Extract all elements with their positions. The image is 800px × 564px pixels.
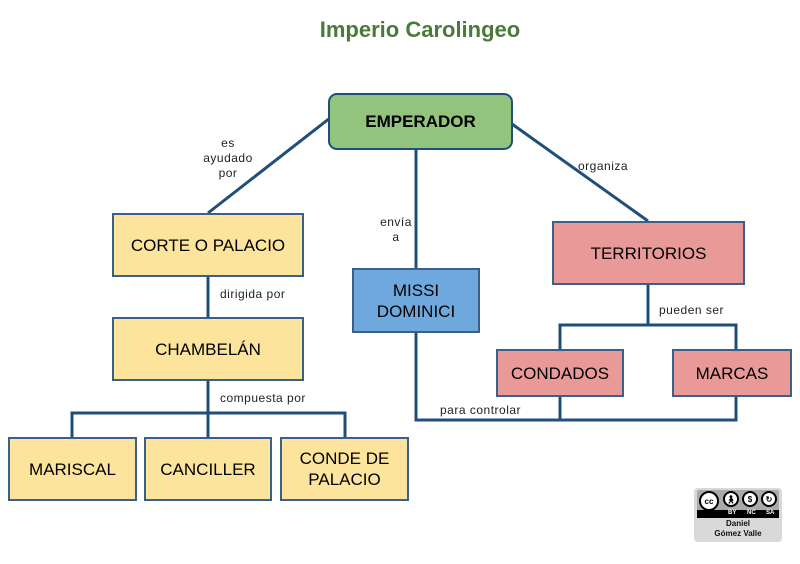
cc-by-label: BY [728, 510, 737, 516]
node-chambelan[interactable]: CHAMBELÁN [112, 317, 304, 381]
node-corte-label: CORTE O PALACIO [130, 235, 286, 255]
link-label-line: a [392, 230, 400, 244]
edge-emperador-territorios [511, 122, 649, 223]
node-corte-o-palacio[interactable]: CORTE O PALACIO [112, 213, 304, 277]
edge-emperador-corte [207, 116, 331, 215]
node-conde-de-palacio[interactable]: CONDE DE PALACIO [280, 437, 409, 501]
cc-terms-band: BY NC SA [697, 510, 779, 518]
link-label-compuesta-por: compuesta por [220, 391, 306, 405]
node-emperador-label: EMPERADOR [365, 112, 476, 131]
node-missi-dominici[interactable]: MISSI DOMINICI [352, 268, 480, 333]
attribution-icon: 🚶︎ [723, 491, 739, 507]
author-first-name: Daniel [725, 519, 750, 528]
node-territorios[interactable]: TERRITORIOS [552, 221, 745, 285]
node-canciller-label: CANCILLER [160, 459, 256, 479]
noncommercial-icon: $ [742, 491, 758, 507]
cc-nc-label: NC [747, 510, 756, 516]
link-label-line: por [218, 166, 238, 180]
sharealike-icon: ↻ [761, 491, 777, 507]
cc-sa-label: SA [766, 510, 775, 516]
link-label-pueden-ser: pueden ser [659, 303, 725, 317]
link-label-para-controlar: para controlar [440, 403, 522, 417]
node-chambelan-label: CHAMBELÁN [155, 339, 261, 359]
link-label-line: ayudado [203, 151, 253, 165]
link-label-organiza: organiza [578, 159, 629, 173]
link-label-line: es [221, 136, 235, 150]
author-last-name: Gómez Valle [714, 529, 762, 538]
link-label-dirigida-por: dirigida por [220, 287, 286, 301]
node-missi-label-2: DOMINICI [376, 301, 456, 321]
cc-icon: cc [699, 491, 719, 511]
edge-missi-controlar [414, 333, 738, 422]
node-condados-label: CONDADOS [510, 363, 610, 383]
cc-author: Daniel Gómez Valle [694, 519, 782, 539]
edge-territorios-bracket [558, 323, 738, 349]
link-label-envia-a: envía a [372, 215, 420, 245]
edge-chambelan-bracket [70, 411, 347, 437]
node-conde-label-1: CONDE DE [299, 449, 390, 468]
node-mariscal[interactable]: MARISCAL [8, 437, 137, 501]
node-marcas-label: MARCAS [695, 363, 769, 383]
node-conde-label-2: PALACIO [308, 470, 381, 489]
node-emperador[interactable]: EMPERADOR [328, 93, 513, 150]
link-label-line: envía [380, 215, 412, 229]
cc-license-badge: cc 🚶︎ $ ↻ BY NC SA Daniel Gómez Valle [694, 488, 782, 542]
node-territorios-label: TERRITORIOS [590, 243, 707, 263]
node-canciller[interactable]: CANCILLER [144, 437, 272, 501]
node-missi-label-1: MISSI [392, 280, 440, 300]
diagram-title: Imperio Carolingeo [319, 17, 521, 42]
node-marcas[interactable]: MARCAS [672, 349, 792, 397]
link-label-es-ayudado-por: es ayudado por [196, 136, 260, 181]
node-mariscal-label: MARISCAL [29, 459, 116, 479]
node-condados[interactable]: CONDADOS [496, 349, 624, 397]
